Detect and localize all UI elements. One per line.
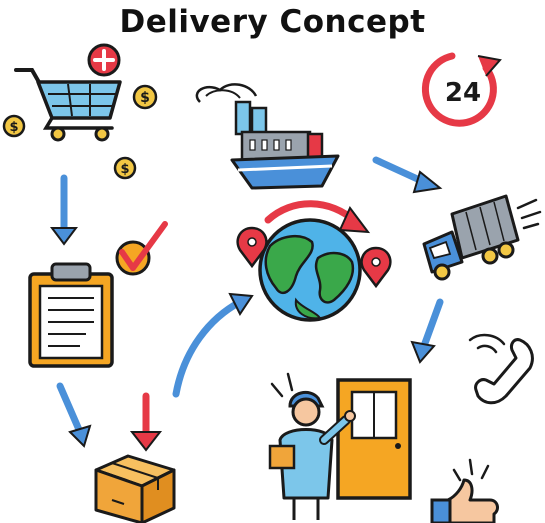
arrow-icon <box>410 298 444 364</box>
dollar-coin-icon: $ <box>2 114 26 138</box>
arrow-icon <box>50 174 78 246</box>
arrow-icon <box>129 392 163 452</box>
arrow-icon <box>372 156 443 194</box>
add-icon <box>87 43 121 77</box>
dollar-coin-icon: $ <box>113 156 137 180</box>
coin-symbol: $ <box>140 90 150 106</box>
door-icon <box>336 378 412 500</box>
arrow-icon <box>56 382 92 448</box>
checkmark-icon <box>115 221 168 276</box>
location-pin-icon <box>236 226 268 269</box>
dollar-coin-icon: $ <box>132 84 158 110</box>
courier-icon <box>268 372 356 520</box>
clock-24-icon: 24 <box>421 52 502 127</box>
shopping-cart-icon <box>14 68 122 142</box>
clock-label: 24 <box>445 78 481 108</box>
telephone-icon <box>468 333 534 405</box>
thumbs-up-icon <box>430 458 499 523</box>
coin-symbol: $ <box>120 162 129 177</box>
delivery-truck-icon <box>422 194 542 281</box>
location-pin-icon <box>360 246 392 289</box>
arrow-icon <box>172 292 254 398</box>
globe-icon <box>258 218 362 322</box>
page-title: Delivery Concept <box>119 4 426 40</box>
arrow-icon <box>264 200 371 234</box>
clipboard-icon <box>28 262 114 368</box>
parcel-box-icon <box>94 454 176 523</box>
coin-symbol: $ <box>9 120 18 135</box>
cargo-ship-icon <box>195 83 340 190</box>
